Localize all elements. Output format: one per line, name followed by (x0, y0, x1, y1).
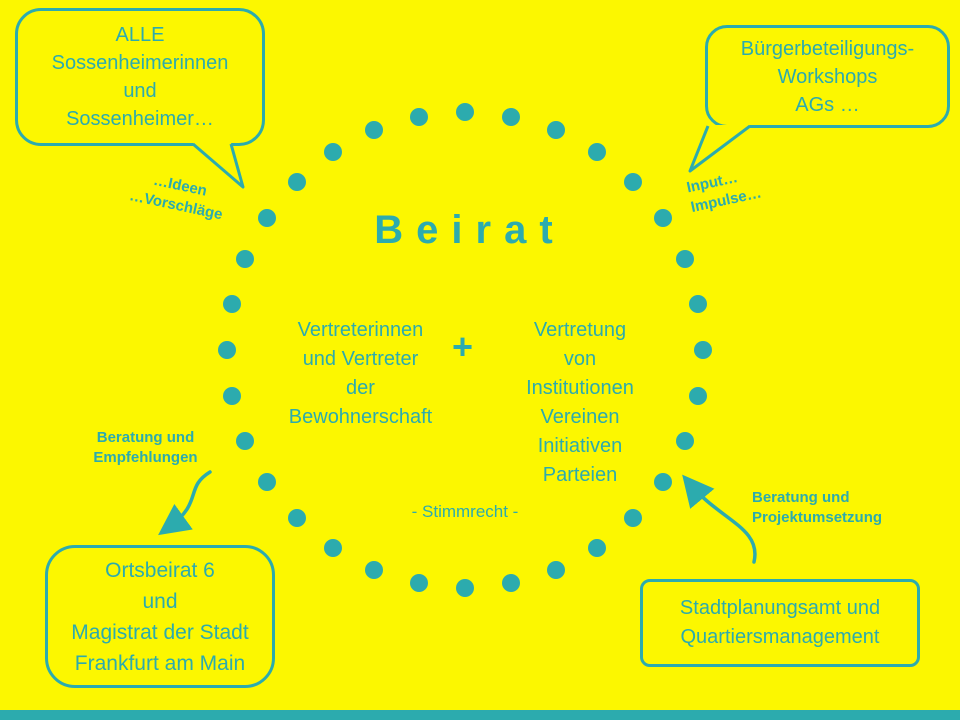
circle-dot (236, 249, 255, 268)
diagram-title: Beirat (374, 208, 566, 252)
circle-dot (624, 509, 643, 528)
speech-bubble-workshops: Bürgerbeteiligungs- Workshops AGs … (705, 25, 950, 128)
circle-dot (675, 249, 694, 268)
bubble-line: Sossenheimerinnen (51, 52, 229, 74)
group-line: und Vertreter (302, 348, 419, 370)
group-line: Vereinen (540, 406, 620, 428)
circle-dot (258, 473, 277, 492)
box-line: Ortsbeirat 6 (105, 558, 215, 582)
circle-dot (547, 121, 566, 140)
speech-bubble-tail (688, 125, 751, 173)
curved-arrow-to-beirat (682, 474, 757, 564)
bubble-line: Workshops (777, 65, 878, 88)
group-institution-representatives: Vertretung von Institutionen Vereinen In… (505, 316, 655, 490)
circle-dot (258, 208, 277, 227)
circle-dot (675, 432, 694, 451)
circle-dot (409, 107, 428, 126)
circle-dot (323, 143, 342, 162)
circle-dot (287, 172, 306, 191)
circle-dot (547, 560, 566, 579)
box-line: Quartiersmanagement (680, 626, 880, 648)
circle-dot (624, 172, 643, 191)
group-line: Bewohnerschaft (288, 406, 433, 428)
circle-dot (689, 294, 708, 313)
box-line: Magistrat der Stadt (71, 620, 249, 644)
bubble-line: und (123, 80, 157, 102)
annotation-advice-right: Beratung und Projektumsetzung (752, 488, 912, 528)
circle-dot (456, 579, 474, 597)
box-line: Stadtplanungsamt und (679, 597, 881, 619)
speech-bubble-tail (192, 143, 245, 189)
group-line: der (346, 377, 375, 399)
group-line: Institutionen (526, 377, 634, 399)
footer-bar (0, 710, 960, 720)
box-line: und (142, 589, 178, 613)
circle-dot (653, 208, 672, 227)
box-ortsbeirat: Ortsbeirat 6 und Magistrat der Stadt Fra… (45, 545, 275, 688)
voting-note: - Stimmrecht - (411, 502, 519, 521)
bubble-line: ALLE (115, 24, 165, 46)
group-line: Initiativen (537, 435, 623, 457)
circle-dot (364, 560, 383, 579)
annotation-line: Beratung und (96, 429, 195, 446)
box-line: Frankfurt am Main (74, 651, 246, 675)
circle-dot (287, 509, 306, 528)
box-stadtplanungsamt: Stadtplanungsamt und Quartiersmanagement (640, 579, 920, 667)
bubble-line: AGs … (795, 93, 860, 116)
annotation-line: Beratung und (752, 489, 850, 506)
group-line: Vertretung (533, 319, 627, 341)
annotation-line: Projektumsetzung (752, 509, 883, 526)
circle-dot (236, 432, 255, 451)
group-line: Vertreterinnen (297, 319, 424, 341)
annotation-line: Empfehlungen (93, 449, 198, 466)
circle-dot (653, 473, 672, 492)
circle-dot (218, 341, 236, 359)
circle-dot (689, 387, 708, 406)
circle-dot (456, 103, 474, 121)
circle-dot (364, 121, 383, 140)
curved-arrow-to-ortsbeirat (158, 470, 212, 536)
group-line: von (563, 348, 597, 370)
circle-dot (502, 107, 521, 126)
bubble-line: Bürgerbeteiligungs- (740, 37, 915, 60)
bubble-line: Sossenheimer… (66, 108, 214, 130)
circle-dot (409, 574, 428, 593)
circle-dot (222, 387, 241, 406)
circle-dot (222, 294, 241, 313)
annotation-advice-left: Beratung und Empfehlungen (78, 428, 213, 468)
group-line: Parteien (542, 464, 618, 486)
speech-bubble-residents: ALLE Sossenheimerinnen und Sossenheimer… (15, 8, 265, 146)
circle-dot (502, 574, 521, 593)
circle-dot (323, 538, 342, 557)
circle-dot (694, 341, 712, 359)
group-residents-representatives: Vertreterinnen und Vertreter der Bewohne… (268, 316, 453, 432)
circle-dot (588, 538, 607, 557)
plus-icon: + (452, 326, 474, 367)
circle-dot (588, 143, 607, 162)
